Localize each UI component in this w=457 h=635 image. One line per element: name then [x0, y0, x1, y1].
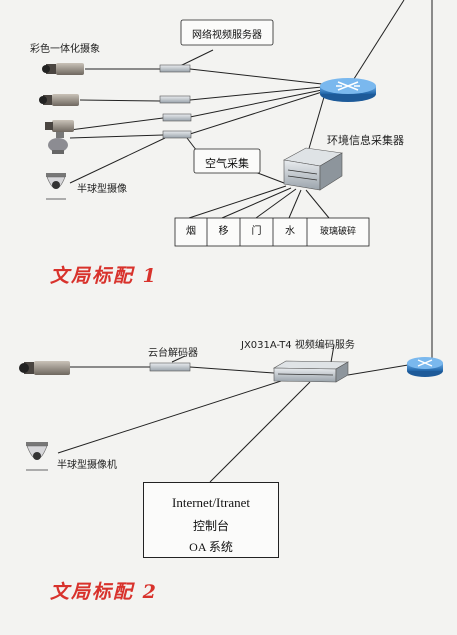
router-icon: [320, 78, 376, 102]
control-console-box: Internet/Itranet 控制台 OA 系统: [143, 482, 279, 558]
encoder-server-device: [272, 360, 350, 383]
camera-icon: [39, 94, 79, 106]
dome-camera-label: 半球型摄像: [77, 184, 127, 195]
sensor-motion: 移: [218, 226, 229, 237]
dome-camera-icon: [26, 442, 48, 471]
dome-camera-label: 半球型摄像机: [57, 460, 117, 471]
section1-title: 文局标配 1: [50, 265, 158, 287]
env-collector-label: 环境信息采集器: [327, 134, 404, 147]
console-network-label: Internet/Itranet: [172, 495, 250, 510]
decoder-device: [149, 362, 191, 372]
camera-label: 彩色一体化摄象: [30, 44, 100, 55]
video-server-label: 网络视频服务器: [192, 30, 262, 41]
console-label: 控制台: [192, 519, 229, 533]
env-collector-device: [283, 147, 343, 191]
ptz-camera-icon: [45, 120, 74, 154]
camera-icon: [42, 63, 84, 75]
section2-title: 文局标配 2: [50, 581, 158, 603]
video-server-device: [159, 64, 192, 139]
router-icon: [407, 357, 443, 377]
oa-system-label: OA 系统: [189, 540, 233, 554]
sensor-water: 水: [285, 226, 295, 237]
decoder-label: 云台解码器: [148, 348, 198, 359]
sensor-door: 门: [251, 226, 262, 237]
sensor-smoke: 烟: [186, 226, 196, 237]
dome-camera-icon: [46, 173, 66, 200]
air-collector-label: 空气采集: [205, 157, 249, 170]
camera-icon: [19, 361, 70, 375]
uplink-line: [351, 0, 405, 83]
sensor-glass-break: 玻璃破碎: [319, 227, 356, 237]
encoder-label: JX031A-T4 视频编码服务: [241, 340, 355, 351]
